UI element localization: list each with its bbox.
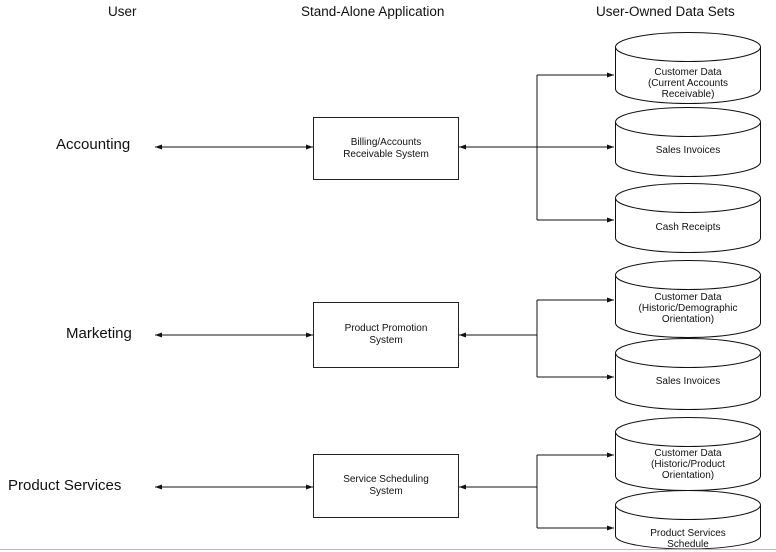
cylinder-shape bbox=[615, 260, 761, 338]
dataset-label: Customer Data (Historic/Demographic Orie… bbox=[638, 292, 738, 325]
dataset-customer-data-demographic: Customer Data (Historic/Demographic Orie… bbox=[615, 260, 761, 338]
dataset-label: Customer Data (Historic/Product Orientat… bbox=[651, 448, 725, 481]
dataset-label: Customer Data (Current Accounts Receivab… bbox=[647, 67, 729, 100]
bottom-border bbox=[0, 549, 776, 550]
dataset-label: Sales Invoices bbox=[655, 145, 721, 156]
app-service-scheduling: Service Scheduling System bbox=[313, 454, 459, 518]
cylinder-shape bbox=[615, 107, 761, 177]
header-user: User bbox=[108, 4, 137, 19]
dataset-sales-invoices-accounting: Sales Invoices bbox=[615, 107, 761, 177]
cylinder-shape bbox=[615, 338, 761, 410]
cylinder-shape bbox=[615, 32, 761, 104]
cylinder-shape bbox=[615, 183, 761, 253]
dataset-label: Product Services Schedule bbox=[650, 528, 726, 550]
dataset-customer-data-product: Customer Data (Historic/Product Orientat… bbox=[615, 417, 761, 491]
header-data-sets: User-Owned Data Sets bbox=[596, 4, 735, 19]
dataset-label: Sales Invoices bbox=[655, 376, 721, 387]
app-product-promotion: Product Promotion System bbox=[313, 302, 459, 368]
user-marketing: Marketing bbox=[66, 325, 132, 342]
user-accounting: Accounting bbox=[56, 136, 131, 153]
app-billing-accounts-receivable: Billing/Accounts Receivable System bbox=[313, 117, 459, 180]
dataset-product-services-schedule: Product Services Schedule bbox=[615, 490, 761, 550]
header-application: Stand-Alone Application bbox=[301, 4, 445, 19]
dataset-sales-invoices-marketing: Sales Invoices bbox=[615, 338, 761, 410]
dataset-cash-receipts: Cash Receipts bbox=[615, 183, 761, 253]
dataset-customer-data-current-ar: Customer Data (Current Accounts Receivab… bbox=[615, 32, 761, 104]
dataset-label: Cash Receipts bbox=[655, 222, 721, 233]
user-product-services: Product Services bbox=[8, 477, 122, 494]
cylinder-shape bbox=[615, 490, 761, 550]
